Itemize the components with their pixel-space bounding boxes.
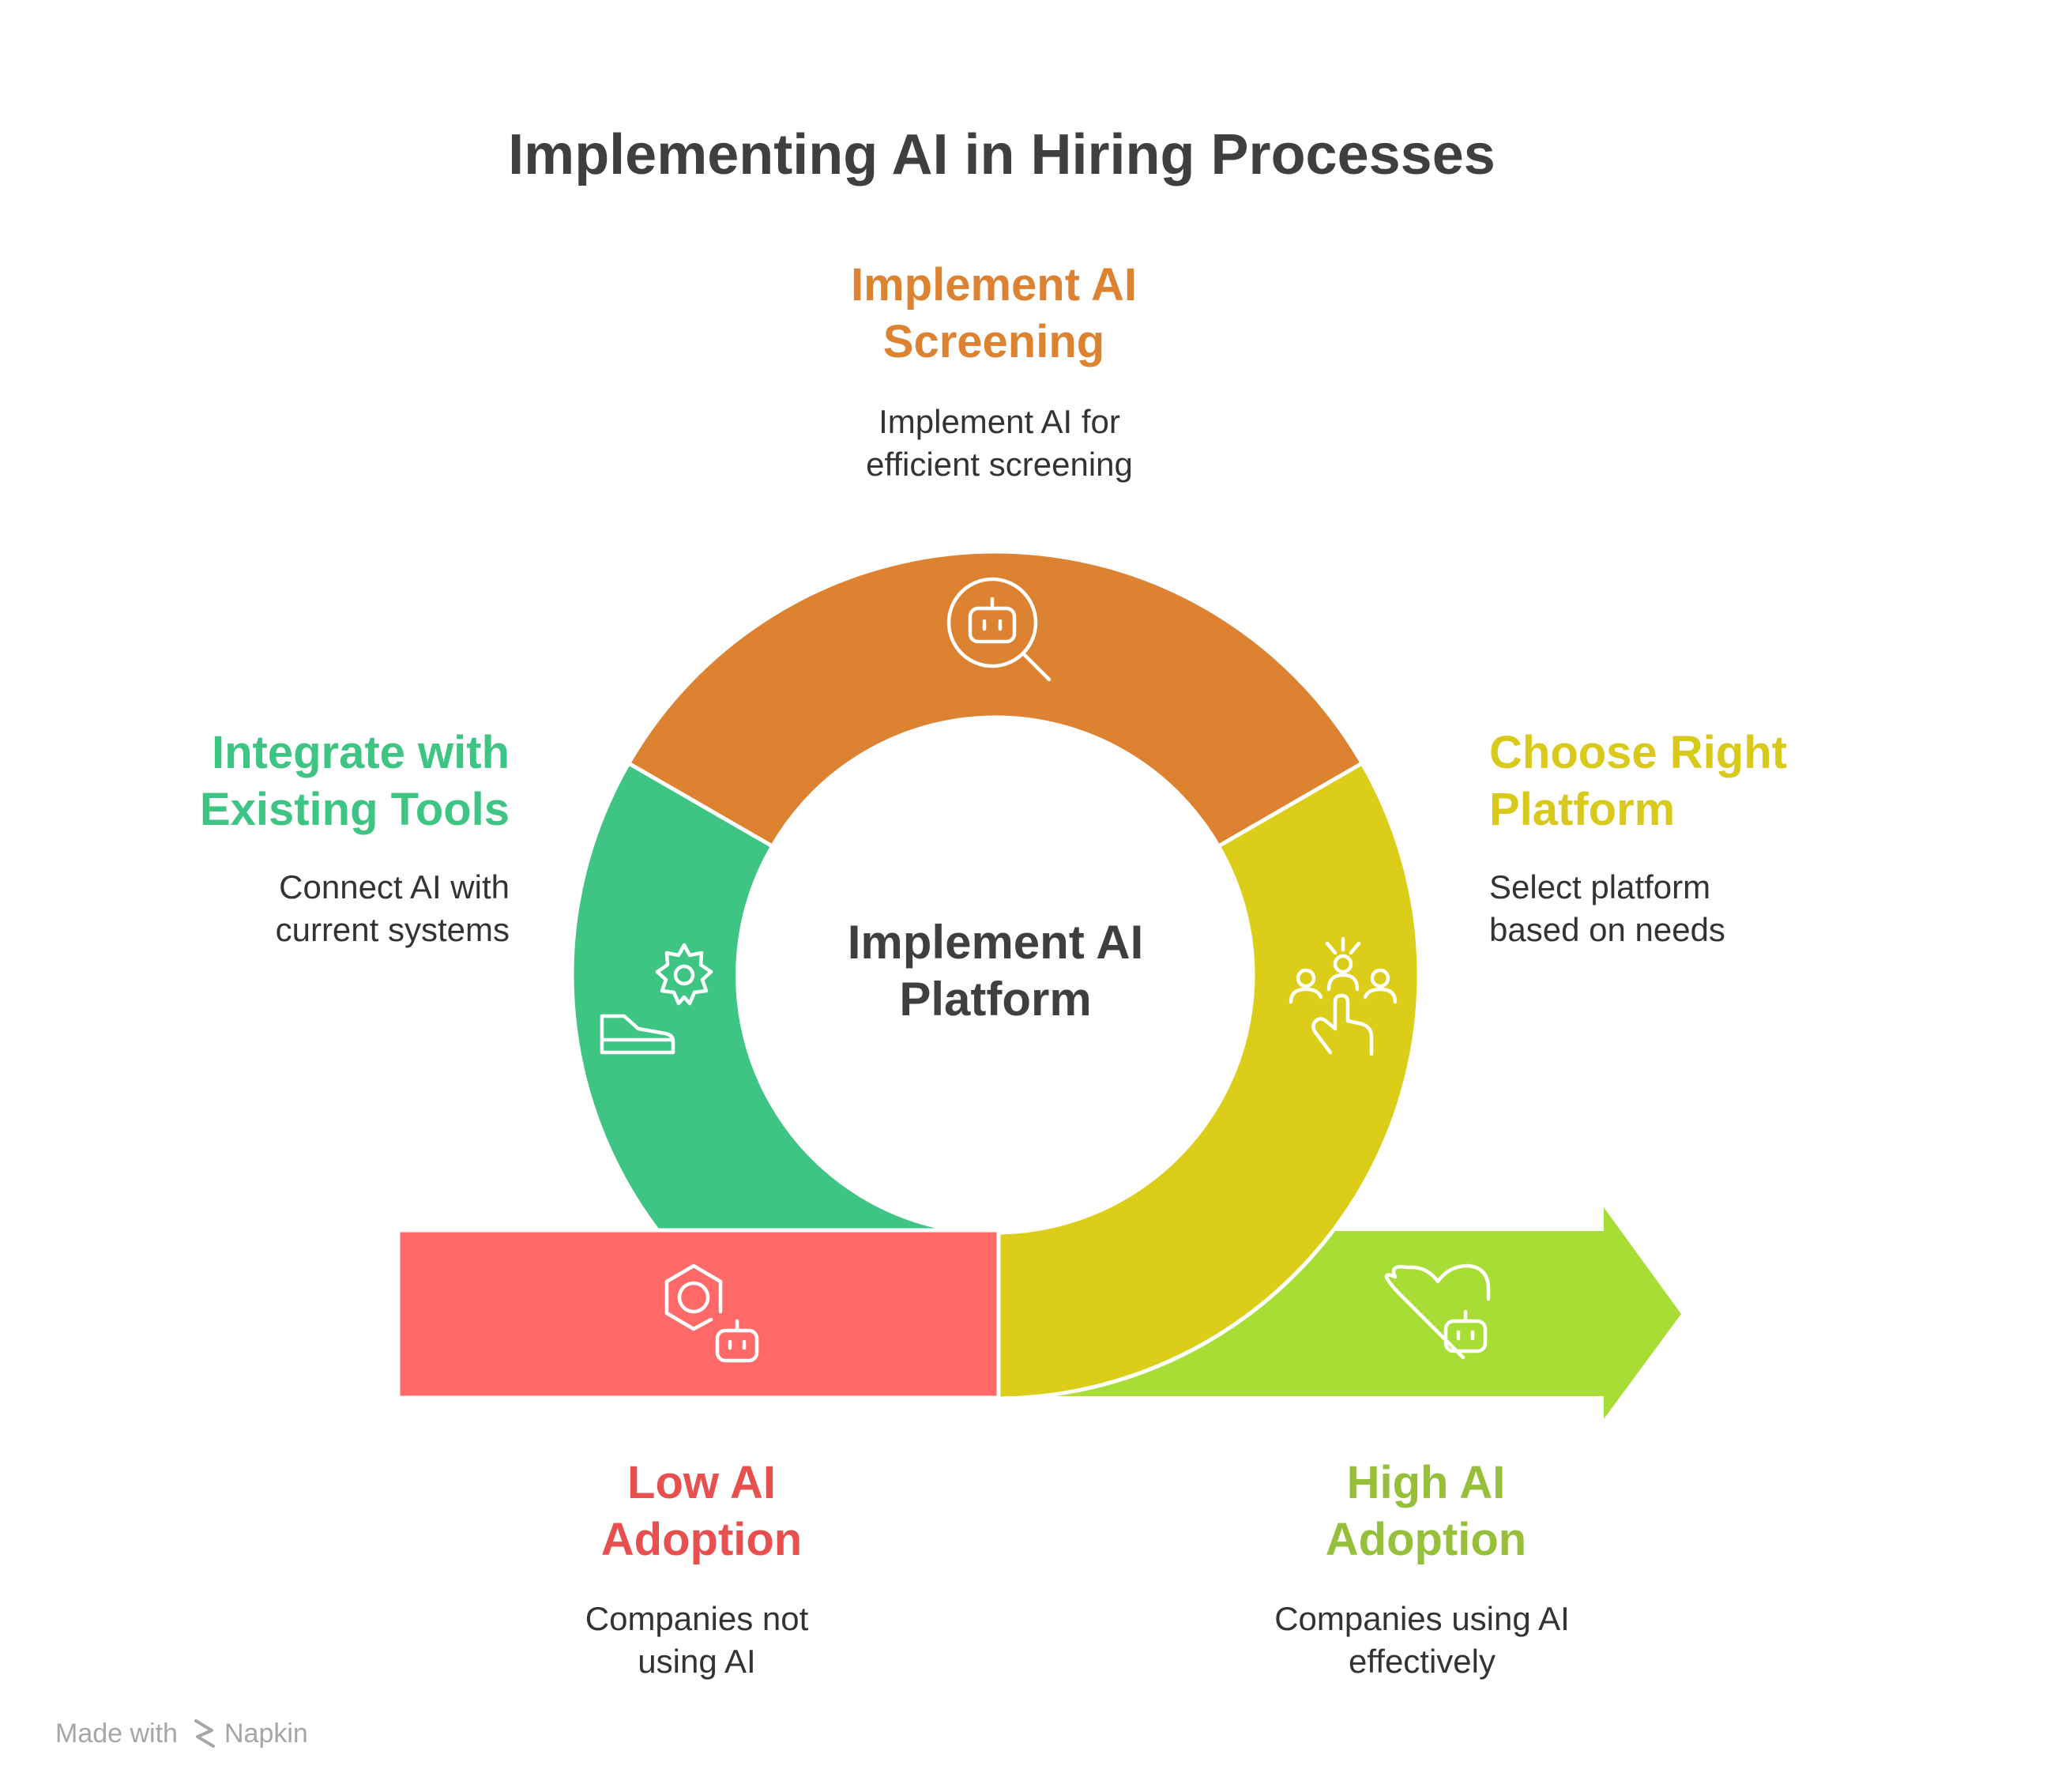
platform-heading-line2: Platform — [1489, 784, 1675, 835]
people-select-icon — [1289, 936, 1398, 1056]
screening-description-line1: Implement AI for — [879, 403, 1120, 440]
high-adoption-heading-line1: High AI — [1347, 1457, 1506, 1508]
high-adoption-description-line1: Companies using AI — [1274, 1600, 1570, 1637]
integrate-heading-line2: Existing Tools — [200, 784, 510, 835]
hexagon-robot-icon — [664, 1263, 759, 1363]
low-adoption-heading-line2: Adoption — [601, 1514, 802, 1565]
platform-description-line2: based on needs — [1489, 911, 1725, 948]
center-label-line1: Implement AI — [848, 916, 1144, 969]
footer-made-with: Made with — [55, 1719, 178, 1749]
center-label-line2: Platform — [899, 973, 1091, 1026]
platform-heading-line1: Choose Right — [1489, 727, 1787, 778]
low-adoption-description-line1: Companies not — [585, 1600, 809, 1637]
low-adoption-bar — [396, 1228, 1001, 1400]
low-adoption-description-line2: using AI — [638, 1643, 755, 1680]
heart-robot-icon — [1384, 1263, 1491, 1360]
page-title: Implementing AI in Hiring Processes — [508, 123, 1496, 186]
platform-description-line1: Select platform — [1489, 868, 1710, 905]
robot-magnifier-icon — [946, 577, 1052, 682]
low-adoption-heading-line1: Low AI — [627, 1457, 776, 1508]
high-adoption-description-line2: effectively — [1349, 1643, 1496, 1680]
ring-segment-integrate — [570, 760, 957, 1233]
high-adoption-heading-line2: Adoption — [1326, 1514, 1526, 1565]
screening-description-line2: efficient screening — [866, 446, 1133, 483]
ring-segment-screening — [626, 549, 1365, 849]
screening-heading-line2: Screening — [883, 316, 1104, 367]
footer-brand: Napkin — [224, 1719, 308, 1749]
integrate-description-line2: current systems — [276, 911, 510, 948]
screening-heading-line1: Implement AI — [851, 259, 1137, 311]
integrate-heading-line1: Integrate with — [212, 727, 510, 778]
gear-hand-icon — [600, 943, 713, 1055]
integrate-description-line1: Connect AI with — [279, 868, 510, 905]
ring-segment-platform — [993, 760, 1421, 1401]
napkin-logo-icon — [194, 1719, 215, 1748]
